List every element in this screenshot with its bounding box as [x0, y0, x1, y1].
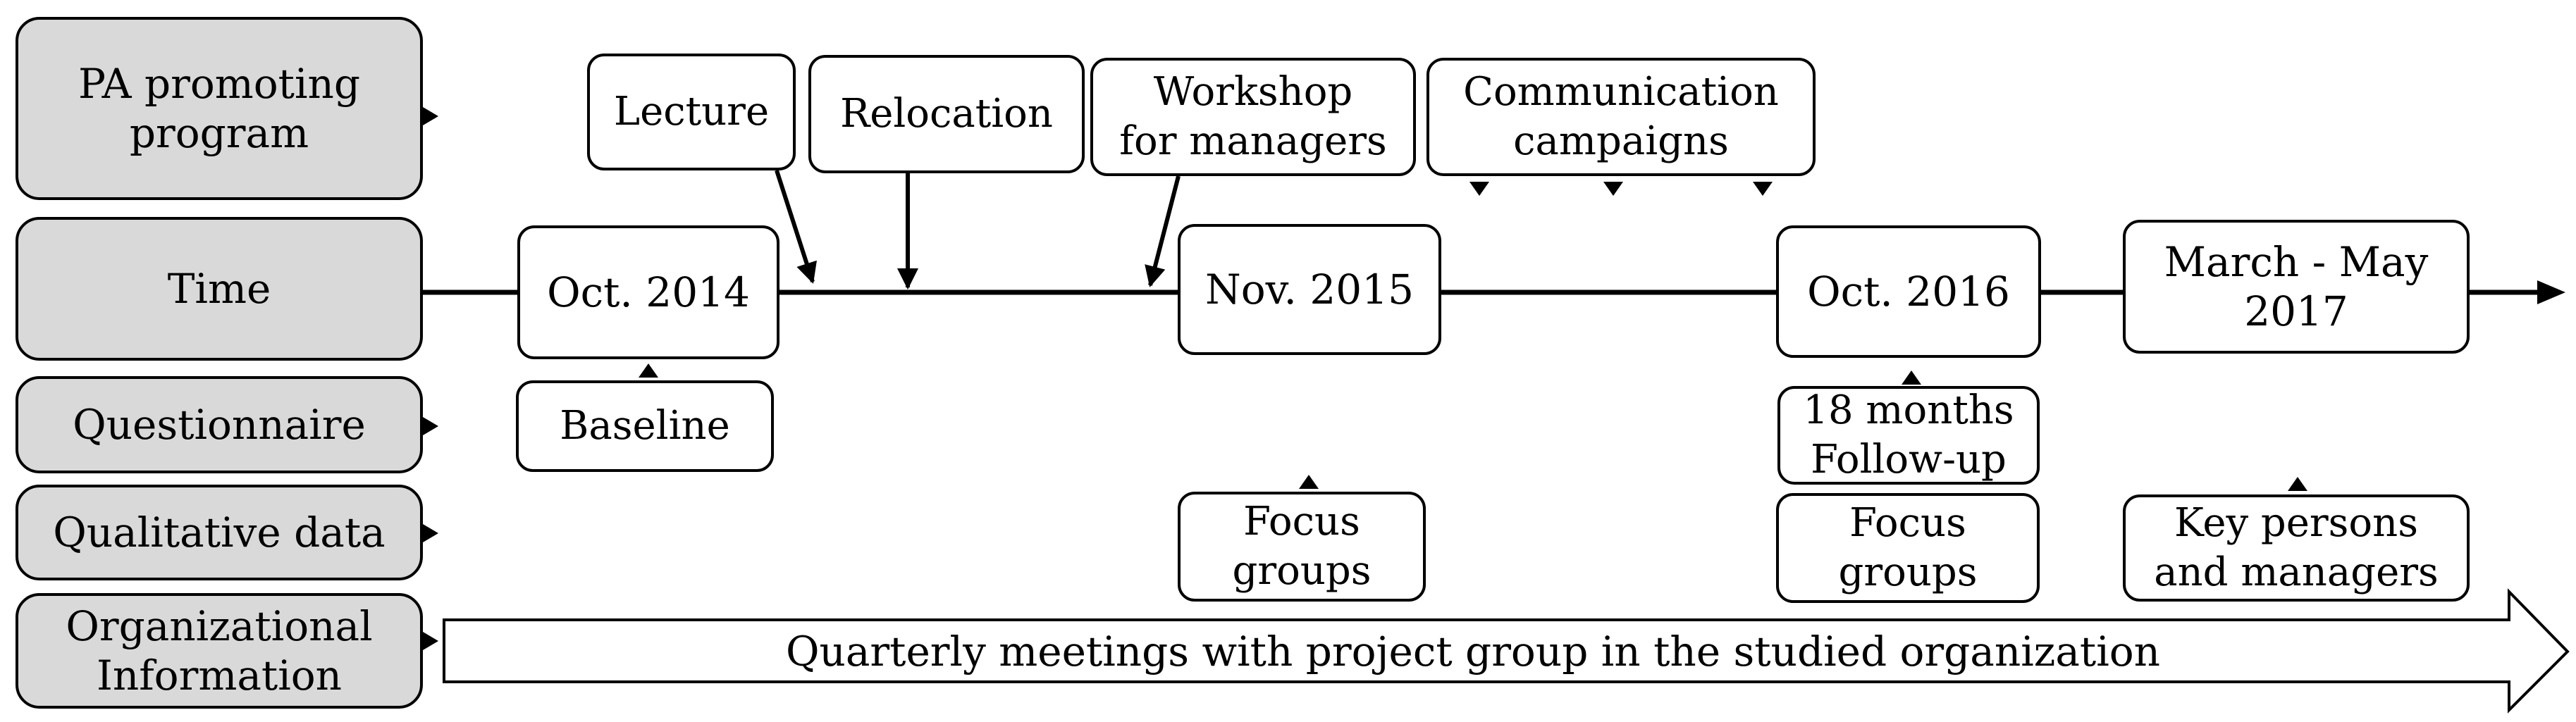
- organizational-pointer: [423, 632, 438, 650]
- timeline-arrowhead: [2537, 280, 2565, 304]
- communication-tick-1: [1469, 182, 1489, 196]
- communication-tick-3: [1753, 182, 1773, 196]
- row-label-program: PA promoting program: [16, 17, 423, 200]
- followup-pointer: [1902, 371, 1921, 385]
- timepoint-march-may-2017: March - May 2017: [2123, 220, 2470, 354]
- qualitative-pointer: [423, 524, 438, 542]
- lecture-arrow: [775, 170, 817, 284]
- event-workshop: Workshop for managers: [1090, 58, 1416, 176]
- qualitative-key-persons: Key persons and managers: [2123, 494, 2470, 602]
- questionnaire-followup: 18 months Follow-up: [1777, 386, 2040, 485]
- organizational-banner-arrow: [443, 588, 2570, 714]
- workshop-arrow: [1145, 175, 1181, 287]
- timepoint-nov-2015: Nov. 2015: [1178, 224, 1441, 355]
- questionnaire-pointer: [423, 417, 438, 435]
- event-lecture: Lecture: [587, 54, 796, 170]
- communication-tick-2: [1603, 182, 1623, 196]
- row-label-questionnaire: Questionnaire: [16, 376, 423, 473]
- qualitative-focus-groups-1: Focus groups: [1178, 492, 1426, 602]
- baseline-pointer: [639, 363, 658, 378]
- qualitative-focus-groups-2: Focus groups: [1776, 493, 2040, 603]
- row-label-qualitative: Qualitative data: [16, 485, 423, 580]
- timepoint-oct-2014: Oct. 2014: [517, 225, 779, 359]
- program-pointer: [423, 107, 438, 125]
- organizational-banner-text: Quarterly meetings with project group in…: [785, 628, 2161, 676]
- timepoint-oct-2016: Oct. 2016: [1776, 225, 2041, 358]
- event-communication: Communication campaigns: [1426, 58, 1816, 176]
- key-persons-pointer: [2288, 477, 2307, 491]
- questionnaire-baseline: Baseline: [516, 380, 774, 472]
- event-relocation: Relocation: [808, 55, 1085, 173]
- focus1-pointer: [1299, 475, 1319, 489]
- row-label-time: Time: [16, 217, 423, 361]
- row-label-organizational: Organizational Information: [16, 593, 423, 709]
